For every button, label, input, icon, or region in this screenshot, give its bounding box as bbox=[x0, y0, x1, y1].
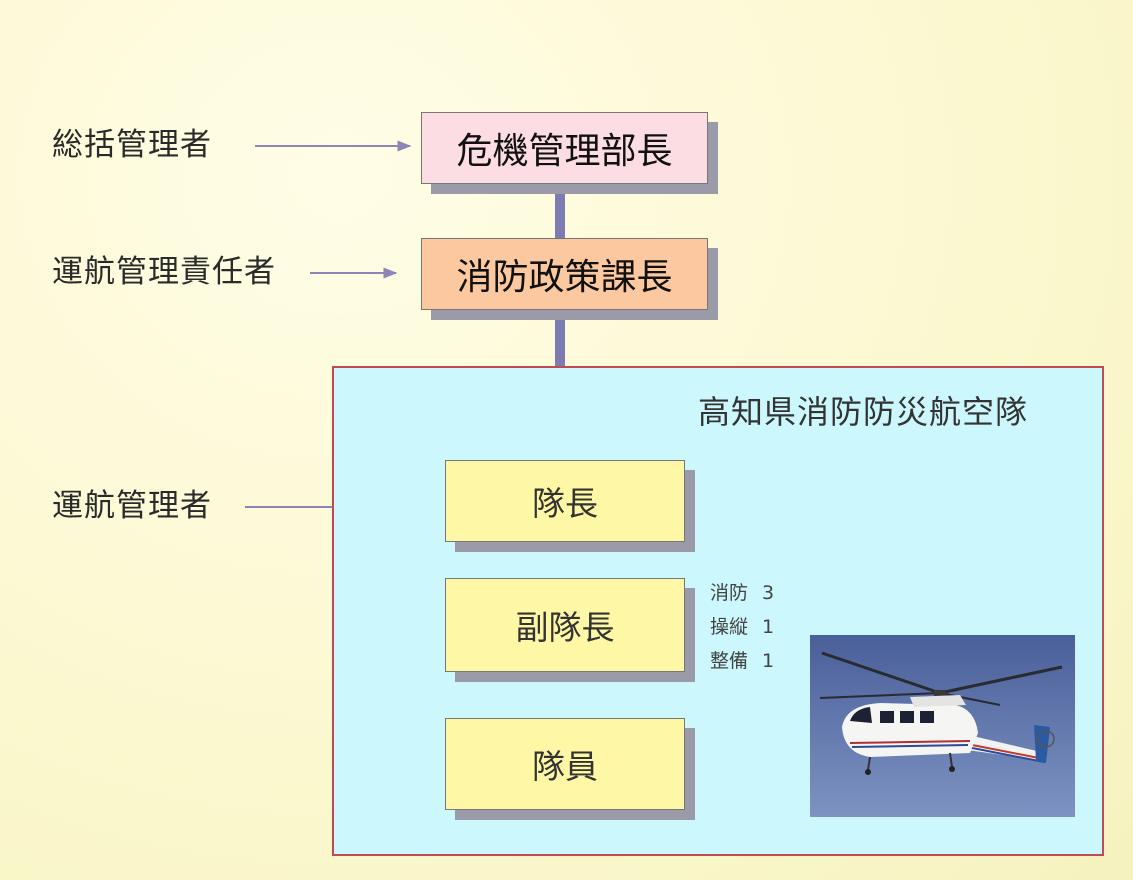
box-member: 隊員 bbox=[445, 718, 685, 810]
connector-middle bbox=[555, 308, 565, 368]
crew-count: 1 bbox=[762, 650, 775, 672]
crew-line-pilot: 操縦 1 bbox=[710, 612, 774, 639]
label-general-manager: 総括管理者 bbox=[52, 127, 212, 163]
label-operations-manager: 運航管理者 bbox=[52, 488, 212, 524]
label-operations-responsible: 運航管理責任者 bbox=[52, 254, 276, 290]
helicopter-photo bbox=[810, 635, 1075, 817]
connector-top bbox=[555, 190, 565, 240]
crew-role: 整備 bbox=[710, 650, 749, 672]
box-fire-policy-chief: 消防政策課長 bbox=[421, 238, 708, 310]
crew-line-fire: 消防 3 bbox=[710, 578, 774, 605]
crew-line-maintenance: 整備 1 bbox=[710, 646, 774, 673]
box-vice-captain: 副隊長 bbox=[445, 578, 685, 672]
crew-role: 消防 bbox=[710, 582, 749, 604]
box-captain: 隊長 bbox=[445, 460, 685, 542]
crew-count: 3 bbox=[762, 582, 775, 604]
team-title: 高知県消防防災航空隊 bbox=[698, 393, 1029, 431]
crew-count: 1 bbox=[762, 616, 775, 638]
crew-role: 操縦 bbox=[710, 616, 749, 638]
box-crisis-director: 危機管理部長 bbox=[421, 112, 708, 184]
